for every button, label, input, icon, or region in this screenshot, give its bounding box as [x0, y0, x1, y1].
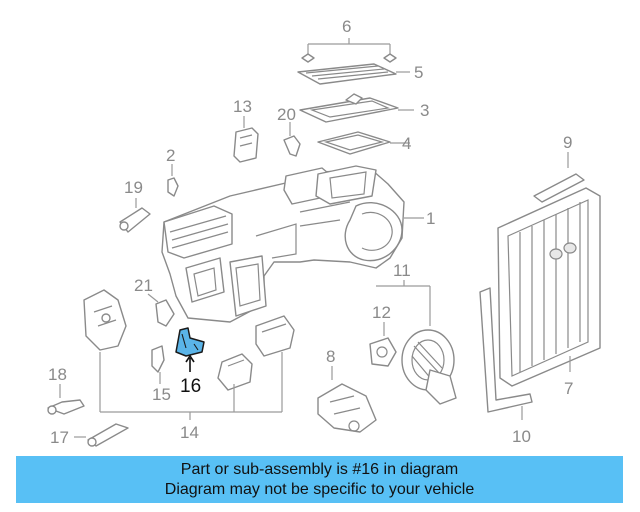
callout-17: 17	[50, 428, 69, 447]
part-12-resistor	[369, 322, 397, 367]
part-9-seal	[533, 152, 585, 203]
part-16-highlighted	[175, 327, 205, 372]
part-16-shape	[175, 327, 205, 357]
callout-5: 5	[414, 63, 423, 82]
part-4-seal	[317, 131, 410, 155]
callout-6: 6	[342, 17, 351, 36]
callout-14: 14	[180, 423, 199, 442]
callout-21: 21	[134, 276, 153, 295]
part-18-arm	[47, 384, 85, 415]
part-6-clips	[301, 38, 397, 63]
part-5-filter	[297, 63, 410, 85]
part-10-seal	[479, 287, 533, 420]
part-15-actuator-pin	[151, 345, 165, 384]
callout-18: 18	[48, 365, 67, 384]
part-21-link	[147, 293, 175, 327]
callout-7: 7	[564, 379, 573, 398]
part-16-arrow	[185, 354, 195, 372]
part-11-blower-motor	[376, 280, 457, 405]
part-1-hvac-housing	[161, 165, 424, 323]
callout-16: 16	[180, 376, 201, 397]
part-7-heater-core	[497, 187, 601, 387]
callout-11: 11	[393, 261, 411, 280]
part-8-blower-case	[317, 366, 377, 433]
callout-9: 9	[563, 133, 572, 152]
callout-10: 10	[512, 427, 531, 446]
part-20-sensor	[283, 122, 301, 157]
callout-19: 19	[124, 178, 143, 197]
callout-20: 20	[277, 105, 296, 124]
callout-3: 3	[420, 101, 429, 120]
parts-diagram: 6 5 3 4 13 20 2 19 1 9 21 11 12 16 15 18…	[47, 17, 601, 447]
callout-8: 8	[326, 347, 335, 366]
part-17-arm	[74, 423, 129, 447]
callout-2: 2	[166, 146, 175, 165]
part-2-clip	[167, 164, 179, 197]
callout-12: 12	[372, 303, 391, 322]
callout-4: 4	[402, 134, 411, 153]
callout-1: 1	[426, 209, 435, 228]
part-19-lever	[119, 198, 151, 233]
info-banner: Part or sub-assembly is #16 in diagram D…	[16, 456, 623, 503]
banner-line-1: Part or sub-assembly is #16 in diagram	[180, 461, 459, 478]
callout-13: 13	[233, 97, 252, 116]
part-3-door	[299, 93, 414, 123]
part-14-actuators	[83, 289, 295, 420]
banner-line-2: Diagram may not be specific to your vehi…	[164, 481, 475, 498]
part-13-module	[233, 116, 259, 163]
callout-15: 15	[152, 385, 171, 404]
